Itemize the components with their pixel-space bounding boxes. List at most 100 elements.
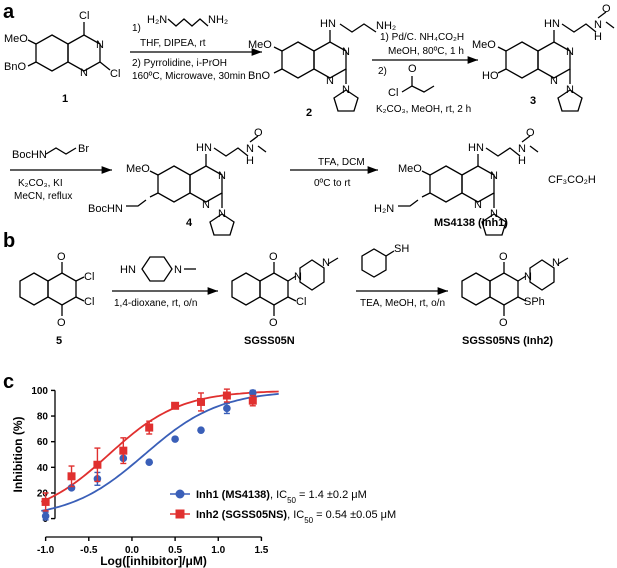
c1-cl-top: Cl [79, 10, 89, 22]
sgssns-o1: O [499, 251, 508, 263]
sgss-o1: O [269, 251, 278, 263]
sgssns-id: SGSS05NS (Inh2) [462, 335, 553, 347]
arrow4-cond1: TFA, DCM [318, 157, 365, 168]
c3-ho: HO [482, 70, 499, 82]
panel-label-c: c [3, 371, 14, 393]
c5-cl1: Cl [84, 271, 94, 283]
compound-3: HN N H O N N N MeO HO 3 [472, 3, 615, 112]
c4-n1: N [218, 170, 226, 182]
y-axis-label: Inhibition (%) [11, 417, 25, 493]
arrow1-cond3: 160ºC, Microwave, 30min [132, 71, 246, 82]
c4-nh: N [246, 143, 254, 155]
c5-id: 5 [56, 335, 62, 347]
legend: Inh1 (MS4138), IC50 = 1.4 ±0.2 μM Inh2 (… [170, 489, 396, 525]
c2-n2: N [326, 75, 334, 87]
arrow1-nh2: NH₂ [208, 14, 228, 26]
y-tick-label: 20 [37, 488, 49, 499]
arrow4-cond2: 0ºC to rt [314, 178, 351, 189]
data-points [41, 388, 257, 521]
c4-meo: MeO [126, 163, 150, 175]
sgss-n1: N [294, 271, 302, 283]
ms-id: MS4138 (Inh1) [434, 217, 508, 229]
ms-n1: N [490, 170, 498, 182]
arrow2-cond4: K₂CO₃, MeOH, rt, 2 h [376, 104, 471, 115]
arrow6-sh: SH [394, 243, 409, 255]
data-point-inh2 [248, 396, 257, 405]
arrow2-o: O [408, 63, 417, 75]
fit-curve-1 [41, 393, 279, 512]
compound-sgss05ns: O O N N SPh SGSS05NS (Inh2) [461, 251, 569, 347]
compound-2: HN NH₂ N N N MeO BnO 2 [248, 18, 396, 119]
c2-meo: MeO [248, 39, 272, 51]
arrow1-cond2: 2) Pyrrolidine, i-PrOH [132, 58, 227, 69]
data-point-inh2 [93, 460, 102, 469]
c3-o: O [602, 3, 611, 15]
ms-o: O [526, 127, 535, 139]
x-tick-label: 0.5 [168, 545, 182, 556]
c1-n1: N [96, 39, 104, 51]
c2-id: 2 [306, 107, 312, 119]
c5-o1: O [57, 251, 66, 263]
fit-curve-2 [40, 390, 279, 503]
arrow-4: TFA, DCM 0ºC to rt [290, 157, 378, 189]
compound-ms4138: HN N H O MeO H₂N N N N CF₃CO₂H MS4138 (I… [374, 127, 596, 236]
data-point-inh1 [171, 435, 179, 443]
c1-n2: N [80, 67, 88, 79]
c3-meo: MeO [472, 39, 496, 51]
ms-h2n: H₂N [374, 203, 394, 215]
fit-curves [40, 390, 279, 512]
ms-n2: N [474, 199, 482, 211]
data-point-inh1 [197, 426, 205, 434]
ms-nh: N [518, 143, 526, 155]
arrow1-step1: 1) [132, 23, 141, 34]
arrow3-br: Br [78, 143, 89, 155]
c4-npyr: N [218, 208, 226, 220]
arrow3-bochn: BocHN [12, 149, 47, 161]
arrow-2: 1) Pd/C. NH₄CO₂H MeOH, 80ºC, 1 h 2) O Cl… [372, 32, 478, 115]
c3-h: H [594, 31, 602, 43]
data-point-inh1 [145, 458, 154, 466]
c2-bno: BnO [248, 70, 270, 82]
x-tick-label: 1.5 [254, 545, 268, 556]
c2-nh2: NH₂ [376, 20, 396, 32]
sgssns-n1: N [524, 271, 532, 283]
c4-bochn: BocHN [88, 203, 123, 215]
arrow-3: BocHN Br K₂CO₃, KI MeCN, reflux [10, 143, 112, 202]
c3-npyr: N [566, 84, 574, 96]
y-tick-label: 40 [37, 463, 49, 474]
arrow1-h2n: H₂N [147, 14, 167, 26]
x-tick-label: -0.5 [80, 545, 98, 556]
c4-id: 4 [186, 217, 193, 229]
compound-1: Cl Cl N N MeO BnO 1 [4, 10, 120, 105]
sgssns-o2: O [499, 317, 508, 329]
c4-h: H [246, 155, 254, 167]
data-point-inh2 [145, 423, 154, 432]
arrow-5: HN N 1,4-dioxane, rt, o/n [112, 256, 218, 309]
ms-hn: HN [468, 142, 484, 154]
data-point-inh1 [223, 404, 231, 413]
c2-hn: HN [320, 18, 336, 30]
data-point-inh2 [67, 472, 76, 481]
data-point-inh2 [222, 391, 231, 400]
x-axis-label: Log([inhibitor]/μM) [100, 554, 207, 568]
c5-o2: O [57, 317, 66, 329]
c3-id: 3 [530, 95, 536, 107]
y-tick-label: 80 [37, 412, 49, 423]
sgss-cl: Cl [296, 296, 306, 308]
arrow5-cond: 1,4-dioxane, rt, o/n [114, 298, 197, 309]
sgss-o2: O [269, 317, 278, 329]
arrow1-cond1: THF, DIPEA, rt [140, 38, 206, 49]
data-point-inh2 [171, 401, 180, 410]
sgssns-n2: N [552, 257, 560, 269]
arrow2-cond1: 1) Pd/C. NH₄CO₂H [380, 32, 464, 43]
ms-h: H [518, 155, 526, 167]
c3-n1: N [566, 46, 574, 58]
c2-npyr: N [342, 84, 350, 96]
legend-marker-inh2 [175, 509, 185, 519]
c4-o: O [254, 127, 263, 139]
c1-bno: BnO [4, 61, 26, 73]
c3-hn: HN [544, 18, 560, 30]
x-tick-label: 0.0 [125, 545, 139, 556]
